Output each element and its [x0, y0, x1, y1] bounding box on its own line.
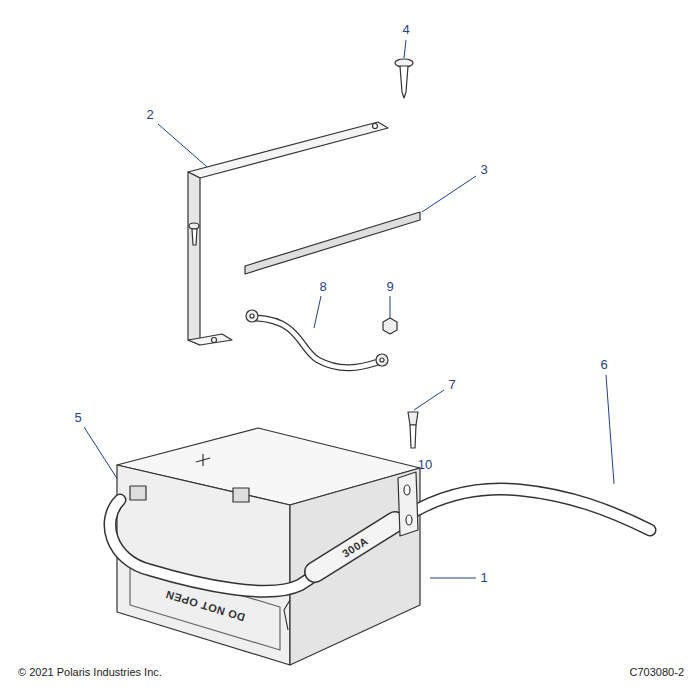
callout-number: 1: [480, 571, 487, 585]
callout-number: 10: [418, 458, 432, 472]
drawing-number: C703080-2: [630, 666, 684, 678]
callout-number: 8: [319, 280, 326, 294]
copyright-note: © 2021 Polaris Industries Inc.: [18, 666, 162, 678]
callout-number: 5: [74, 411, 81, 425]
callout-number: 9: [386, 280, 393, 294]
callout-number: 7: [448, 378, 455, 392]
callout-number: 3: [480, 163, 487, 177]
callout-number: 6: [600, 358, 607, 372]
callout-number: 4: [402, 23, 409, 37]
callout-number: 2: [146, 108, 153, 122]
